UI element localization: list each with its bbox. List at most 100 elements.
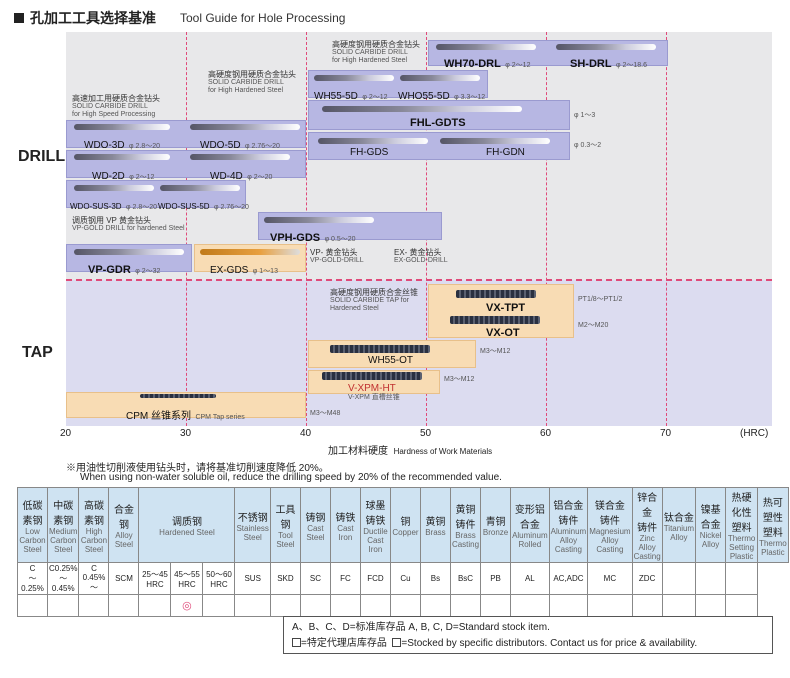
drill-bar-vph[interactable] xyxy=(258,212,442,240)
tap-cpm-range: M3～M48 xyxy=(310,410,341,417)
tap-image xyxy=(322,372,422,380)
table-cell xyxy=(108,594,140,617)
drill-image xyxy=(264,217,374,223)
legend-line-2: =特定代理店库存品 =Stocked by specific distribut… xyxy=(292,636,764,652)
drill-bar-fhl[interactable] xyxy=(308,100,570,130)
table-cell xyxy=(269,594,301,617)
gridline-60 xyxy=(546,32,547,426)
drill-wh55[interactable]: WH55-5D φ 2～12 xyxy=(314,91,388,102)
tap-wh55ot-range: M3～M12 xyxy=(480,348,511,355)
tap-vxtpt[interactable]: VX-TPT xyxy=(486,302,526,314)
drill-image xyxy=(440,138,550,144)
tap-wh55ot[interactable]: WH55-OT xyxy=(368,355,413,366)
drill-tap-separator xyxy=(66,279,772,281)
table-cell: 25～45 HRC xyxy=(138,562,172,595)
title-square-icon xyxy=(14,13,24,23)
table-cell xyxy=(78,594,110,617)
drill-wdo3d[interactable]: WDO-3D φ 2.8～20 xyxy=(84,140,161,151)
drill-image xyxy=(74,185,154,191)
group-label: 高速加工用硬质合金钻头 SOLID CARBIDE DRILL for High… xyxy=(72,94,160,118)
checkbox-icon xyxy=(392,638,402,647)
table-cell xyxy=(17,594,48,617)
table-cell xyxy=(329,594,361,617)
table-cell: SCM xyxy=(108,562,140,595)
tap-image xyxy=(456,290,536,298)
drill-image xyxy=(160,185,240,191)
table-cell xyxy=(661,562,697,595)
table-cell xyxy=(661,594,697,617)
table-cell xyxy=(389,594,421,617)
table-cell: C0.25% ～0.45% xyxy=(46,562,80,595)
drill-shdrl[interactable]: SH-DRL φ 2～18.6 xyxy=(570,58,648,70)
drill-vpgdr[interactable]: VP-GDR φ 2～32 xyxy=(88,264,161,276)
tap-image xyxy=(140,394,216,398)
table-cell: AC,ADC xyxy=(548,562,589,595)
drill-bar-fh[interactable] xyxy=(308,132,570,160)
drill-image xyxy=(190,154,290,160)
checkbox-icon xyxy=(292,638,301,647)
tap-vxpm[interactable]: V-XPM-HT xyxy=(348,383,396,394)
drill-image xyxy=(314,75,394,81)
tap-vxot[interactable]: VX-OT xyxy=(486,327,520,339)
table-cell xyxy=(695,562,727,595)
table-cell xyxy=(548,594,589,617)
table-cell: FCD xyxy=(359,562,391,595)
drill-bar-wh55[interactable] xyxy=(308,70,488,98)
table-cell xyxy=(299,594,331,617)
drill-fhgdn-range: φ 0.3～2 xyxy=(574,142,602,149)
table-cell: MC xyxy=(587,562,633,595)
table-cell: AL xyxy=(510,562,550,595)
group-label: V-XPM 直槽丝锥 xyxy=(348,394,400,401)
table-cell xyxy=(138,594,172,617)
drill-sus5d[interactable]: WDO-SUS-5D φ 2.76～20 xyxy=(158,202,249,212)
tick-20: 20 xyxy=(60,428,72,439)
group-label: VP- 黄金钻头 VP-GOLD-DRILL xyxy=(310,248,364,264)
legend-box: A、B、C、D=标准库存品 A, B, C, D=Standard stock … xyxy=(283,616,773,654)
tick-30: 30 xyxy=(180,428,192,439)
group-label: EX- 黄金钻头 EX-GOLD-DRILL xyxy=(394,248,448,264)
drill-sus3d[interactable]: WDO-SUS-3D φ 2.8～20 xyxy=(70,202,158,212)
drill-wd2d[interactable]: WD-2D φ 2～12 xyxy=(92,171,155,182)
drill-fhgds[interactable]: FH-GDS xyxy=(350,147,389,158)
table-cell: SC xyxy=(299,562,331,595)
tap-bar-wh55ot[interactable] xyxy=(308,340,476,368)
note-cn: ※用油性切削液使用钻头时，请将基准切削速度降低 20%。 xyxy=(66,463,329,474)
table-cell: ◎ xyxy=(170,594,204,617)
drill-bar-vpgdr[interactable] xyxy=(66,244,192,272)
drill-vph[interactable]: VPH-GDS φ 0.5～20 xyxy=(270,232,356,244)
drill-exgds[interactable]: EX-GDS φ 1～13 xyxy=(210,265,278,276)
table-cell: Bs xyxy=(419,562,451,595)
drill-wdo5d[interactable]: WDO-5D φ 2.76～20 xyxy=(200,140,280,151)
drill-bar-sus[interactable] xyxy=(66,180,246,208)
note-en: When using non-water soluble oil, reduce… xyxy=(80,472,502,483)
group-label: 调质钢用 VP 黄金钻头 VP-GOLD DRILL for hardened … xyxy=(72,216,185,232)
drill-wh70[interactable]: WH70-DRL φ 2～12 xyxy=(444,58,531,70)
gridline-70 xyxy=(666,32,667,426)
table-cell xyxy=(449,594,482,617)
drill-wd4d[interactable]: WD-4D φ 2～20 xyxy=(210,171,273,182)
tick-40: 40 xyxy=(300,428,312,439)
drill-label: DRILL xyxy=(18,148,66,165)
drill-fhl[interactable]: FHL-GDTS xyxy=(410,117,466,129)
drill-who55[interactable]: WHO55-5D φ 3.3～12 xyxy=(398,91,486,102)
tap-cpm[interactable]: CPM 丝锥系列 CPM Tap series xyxy=(126,411,245,422)
drill-bar-exgds[interactable] xyxy=(194,244,306,272)
tick-70: 70 xyxy=(660,428,672,439)
tap-vxpm-range: M3～M12 xyxy=(444,376,475,383)
table-row: ◎ xyxy=(17,594,789,617)
drill-fhgdn[interactable]: FH-GDN xyxy=(486,147,525,158)
